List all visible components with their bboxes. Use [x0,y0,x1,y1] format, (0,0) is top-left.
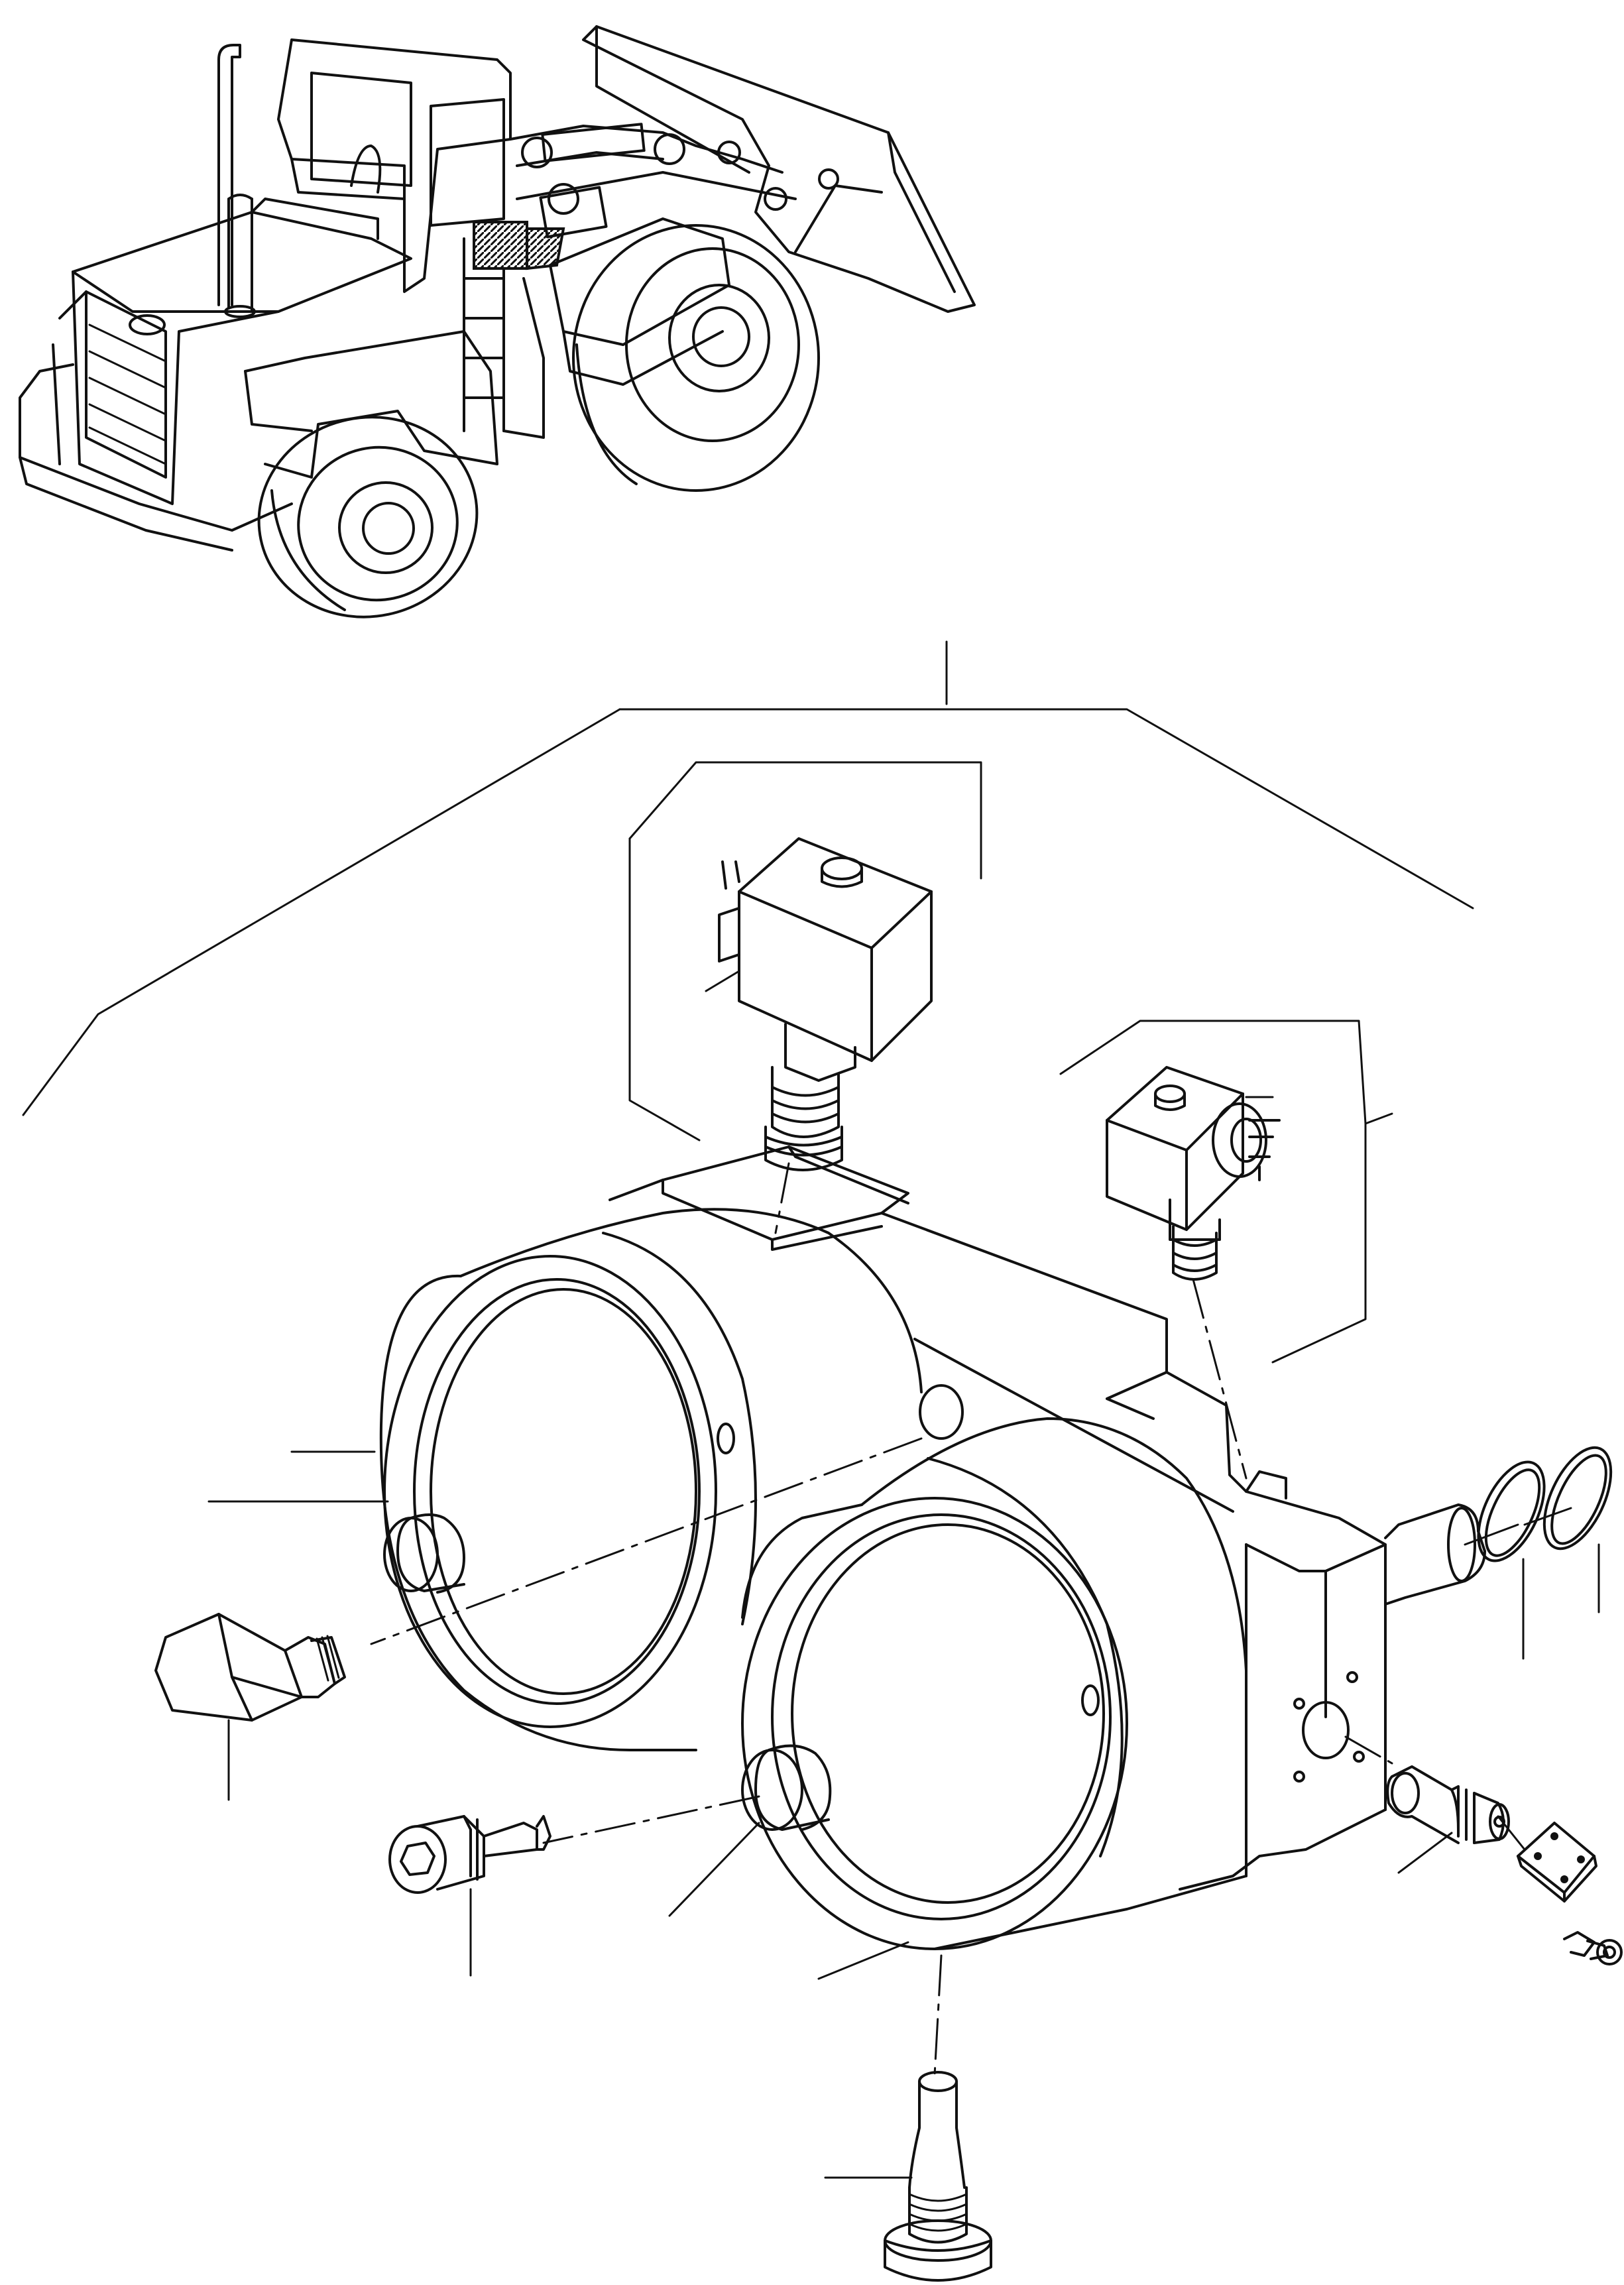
leader-lines [207,970,1600,2179]
side-cartridge-valve [1386,1765,1510,1844]
o-ring-1 [1477,1460,1546,1562]
left-piston-cap [383,1513,465,1594]
wheel-loader-overview [19,25,976,618]
assembly-bracket-lines [22,640,1474,1364]
hex-plug [154,1613,346,1722]
upper-solenoid-valve [718,837,933,1171]
small-bolt [1563,1931,1623,1965]
right-solenoid-valve [1106,1066,1281,1281]
right-shaft [1384,1503,1486,1606]
right-piston-cap [741,1744,832,1831]
o-ring-2 [1542,1446,1613,1551]
highlight-hatched-box-icon [473,221,528,270]
valve-block-housing [379,1145,1387,1950]
center-lines [370,1162,1572,2076]
cover-plate [1517,1822,1597,1903]
socket-screw-plug [388,1815,551,1894]
bottom-plug [884,2071,992,2282]
